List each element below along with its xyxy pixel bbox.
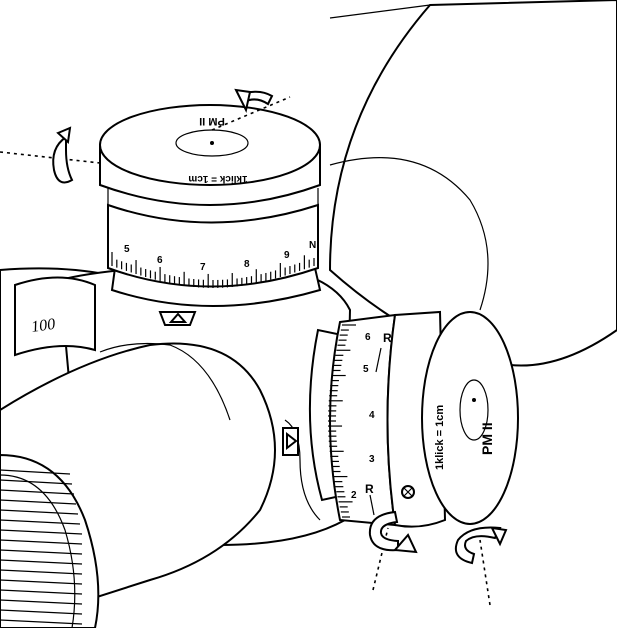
windage-dir-r-top: R [383, 331, 392, 345]
windage-scale-numbers: 6 5 4 3 2 R R [351, 331, 392, 501]
elevation-scale-n: N [309, 240, 316, 251]
rotation-arrow-top-right [211, 88, 291, 131]
knurled-ring [0, 453, 100, 628]
elevation-scale-8: 8 [244, 259, 250, 270]
windage-scale-3: 3 [369, 454, 375, 465]
elevation-scale-5: 5 [124, 244, 130, 255]
elevation-scale-6: 6 [157, 255, 163, 266]
windage-scale-6: 6 [365, 332, 371, 343]
distance-label-100: 100 [30, 316, 56, 336]
windage-cap-text: 1klick = 1cm [434, 405, 446, 470]
windage-turret: 6 5 4 3 2 R R 1klick = 1cm PM II [308, 310, 519, 528]
windage-model-text: PM II [479, 422, 495, 455]
rotation-arrow-bottom-right [454, 526, 508, 606]
elevation-cap-text: 1klick = 1cm [188, 173, 247, 184]
rotation-arrow-top-left [0, 126, 101, 184]
elevation-scale-numbers: 5 6 7 8 9 N [124, 240, 316, 273]
elevation-turret: 5 6 7 8 9 N 1klick = 1cm PM II [99, 104, 322, 307]
rotation-arrow-bottom-left [368, 510, 418, 591]
windage-scale-2: 2 [351, 490, 357, 501]
elevation-scale-9: 9 [284, 250, 290, 261]
elevation-index-mark [158, 311, 197, 326]
elevation-scale-7: 7 [200, 262, 206, 273]
windage-scale-4: 4 [369, 410, 375, 421]
windage-scale-5: 5 [363, 364, 369, 375]
windage-index-mark [282, 427, 299, 456]
elevation-model-text: PM II [199, 115, 225, 127]
windage-dir-r-bottom: R [365, 482, 374, 496]
objective-bell-outline [328, 0, 617, 367]
